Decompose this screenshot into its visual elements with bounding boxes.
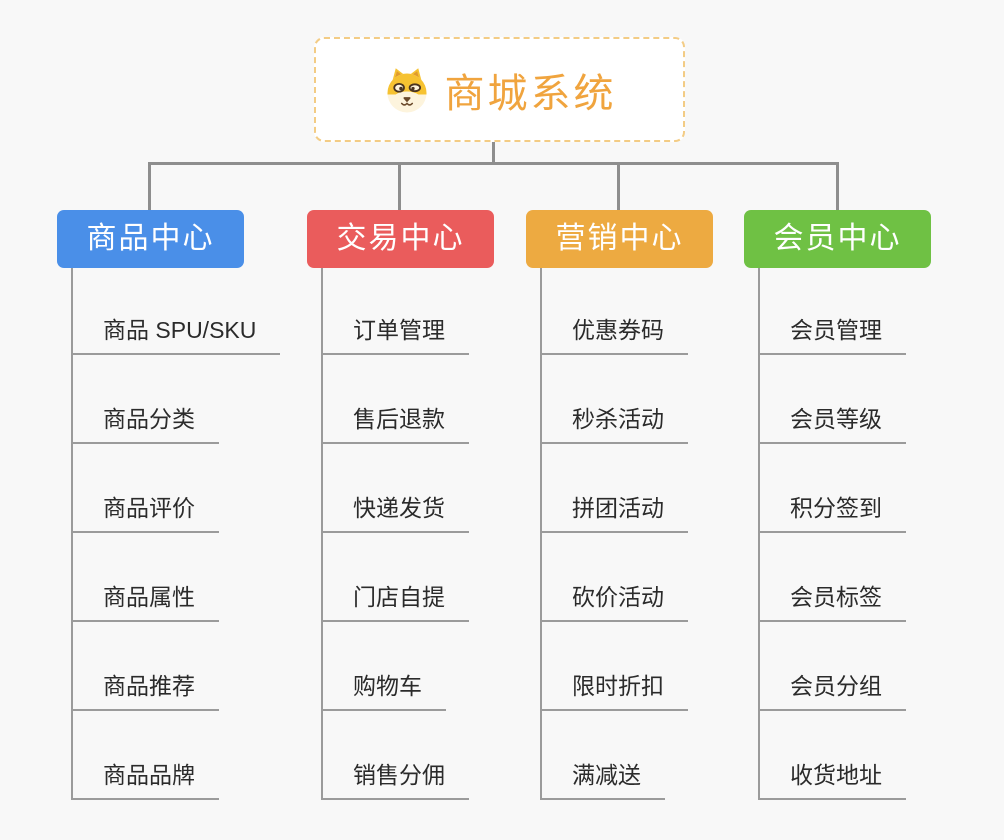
leaf-node[interactable]: 优惠券码 [540,315,688,355]
leaf-node[interactable]: 商品推荐 [71,671,219,711]
leaf-node[interactable]: 销售分佣 [321,760,469,800]
leaf-node[interactable]: 拼团活动 [540,493,688,533]
leaf-node[interactable]: 商品 SPU/SKU [71,315,281,355]
leaf-node[interactable]: 购物车 [321,671,446,711]
dog-icon [383,66,431,114]
leaf-node[interactable]: 砍价活动 [540,582,688,622]
leaf-node[interactable]: 快递发货 [321,493,469,533]
leaf-node[interactable]: 秒杀活动 [540,404,688,444]
connector-drop-trade [398,162,401,210]
leaf-node[interactable]: 商品品牌 [71,760,219,800]
connector-trunk [71,268,73,800]
leaf-node[interactable]: 满减送 [540,760,665,800]
leaf-node[interactable]: 商品分类 [71,404,219,444]
leaf-node[interactable]: 售后退款 [321,404,469,444]
leaf-node[interactable]: 收货地址 [758,760,906,800]
branch-node-product-center[interactable]: 商品中心 [57,210,244,268]
leaf-node[interactable]: 会员等级 [758,404,906,444]
leaf-node[interactable]: 积分签到 [758,493,906,533]
connector-trunk [321,268,323,800]
leaf-node[interactable]: 会员管理 [758,315,906,355]
connector-trunk [540,268,542,800]
connector-root-stem [492,140,495,164]
leaf-node[interactable]: 会员标签 [758,582,906,622]
branch-trade-center: 交易中心 订单管理 售后退款 快递发货 门店自提 购物车 销售分佣 [307,210,552,810]
branch-node-marketing-center[interactable]: 营销中心 [526,210,713,268]
leaf-node[interactable]: 限时折扣 [540,671,688,711]
connector-drop-marketing [617,162,620,210]
connector-drop-product [148,162,151,210]
branch-product-center: 商品中心 商品 SPU/SKU 商品分类 商品评价 商品属性 商品推荐 商品品牌 [57,210,302,810]
branch-node-trade-center[interactable]: 交易中心 [307,210,494,268]
leaf-node[interactable]: 订单管理 [321,315,469,355]
branch-member-center: 会员中心 会员管理 会员等级 积分签到 会员标签 会员分组 收货地址 [744,210,989,810]
connector-trunk [758,268,760,800]
branch-node-member-center[interactable]: 会员中心 [744,210,931,268]
connector-drop-member [836,162,839,210]
leaf-node[interactable]: 会员分组 [758,671,906,711]
root-node[interactable]: 商城系统 [314,37,685,142]
root-title: 商城系统 [444,71,617,116]
leaf-node[interactable]: 商品属性 [71,582,219,622]
branch-marketing-center: 营销中心 优惠券码 秒杀活动 拼团活动 砍价活动 限时折扣 满减送 [526,210,771,810]
leaf-node[interactable]: 商品评价 [71,493,219,533]
leaf-node[interactable]: 门店自提 [321,582,469,622]
connector-bus [148,162,839,165]
